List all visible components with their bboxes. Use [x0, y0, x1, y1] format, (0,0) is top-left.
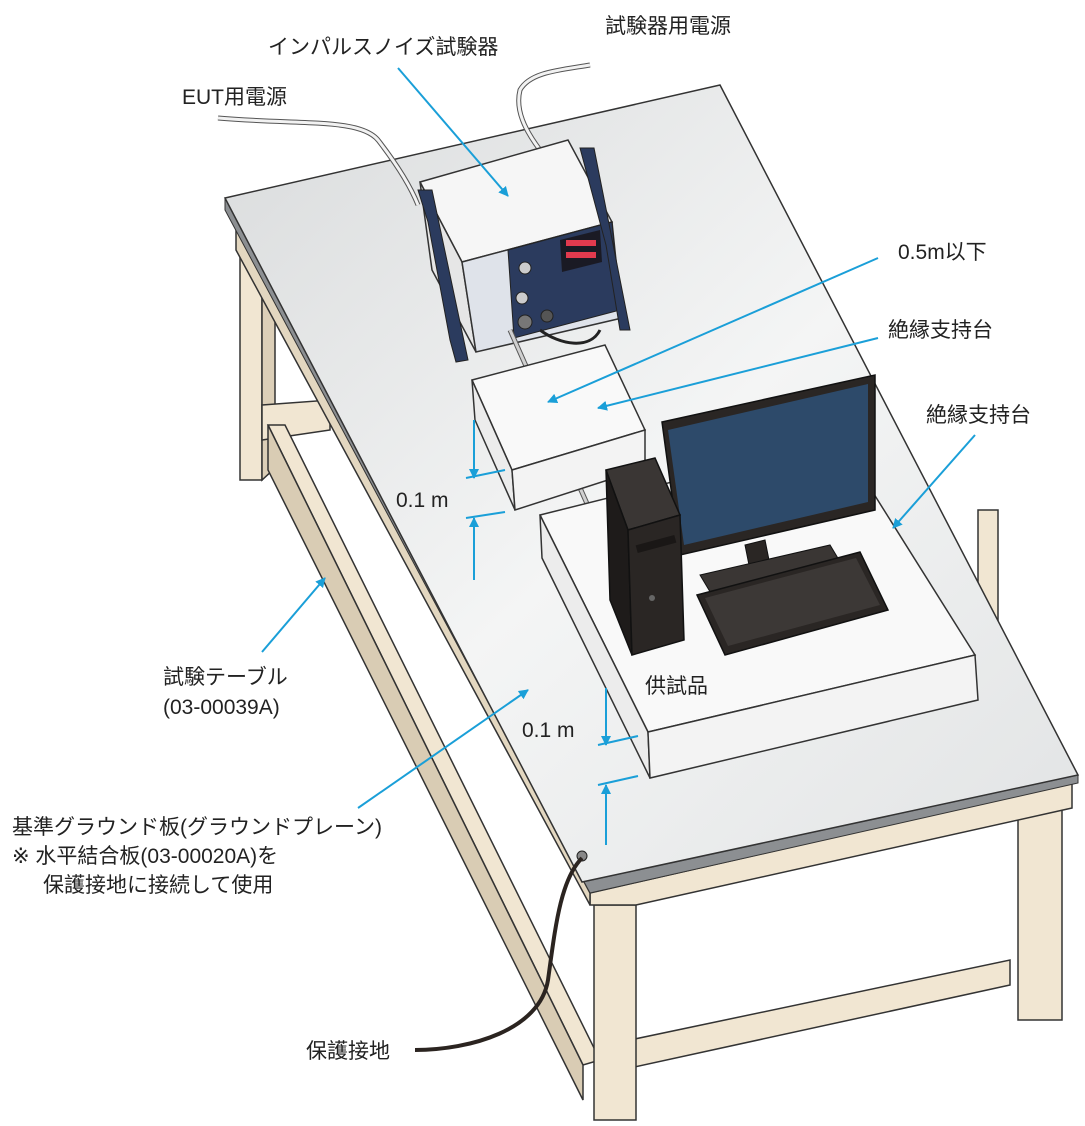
label-eut: 供試品 — [645, 675, 708, 698]
arrow-icon — [597, 337, 879, 411]
label-tester-power: 試験器用電源 — [605, 15, 731, 38]
label-eut-power: EUT用電源 — [182, 86, 287, 109]
labels: インパルスノイズ試験器 試験器用電源 EUT用電源 0.5m以下 絶縁支持台 絶… — [12, 15, 1031, 1063]
protective-earth-cable — [414, 850, 588, 1052]
label-protective-earth: 保護接地 — [306, 1040, 390, 1063]
arrow-icon — [397, 67, 509, 197]
height-dimension-1 — [465, 420, 506, 580]
label-impulse-tester: インパルスノイズ試験器 — [268, 36, 498, 59]
arrow-icon — [547, 257, 879, 403]
arrow-icon — [357, 689, 529, 809]
height-dimension-2 — [597, 688, 639, 845]
monitor-screen — [668, 384, 868, 545]
eut-computer — [605, 374, 890, 656]
label-test-table: 試験テーブル — [163, 666, 288, 689]
label-ground-plane: 基準グラウンド板(グラウンドプレーン) — [12, 816, 382, 839]
label-ground-note-2: 保護接地に接続して使用 — [43, 874, 273, 897]
table-leg-front-left — [593, 904, 637, 1121]
label-insulating-support-2: 絶縁支持台 — [926, 404, 1031, 427]
pointer-arrows — [261, 67, 976, 809]
label-height-2: 0.1 m — [522, 719, 575, 742]
arrow-icon — [892, 434, 976, 529]
label-height-1: 0.1 m — [396, 489, 449, 512]
impulse-noise-tester — [417, 139, 631, 562]
insulating-support-1 — [470, 344, 647, 512]
table-leg-front-right — [1017, 804, 1063, 1021]
label-insulating-support-1: 絶縁支持台 — [888, 319, 993, 342]
label-test-table-part: (03-00039A) — [163, 696, 280, 719]
label-distance: 0.5m以下 — [898, 241, 987, 264]
power-cables — [217, 62, 591, 206]
label-ground-note-1: ※ 水平結合板(03-00020A)を — [12, 845, 278, 868]
arrow-icon — [261, 577, 326, 653]
